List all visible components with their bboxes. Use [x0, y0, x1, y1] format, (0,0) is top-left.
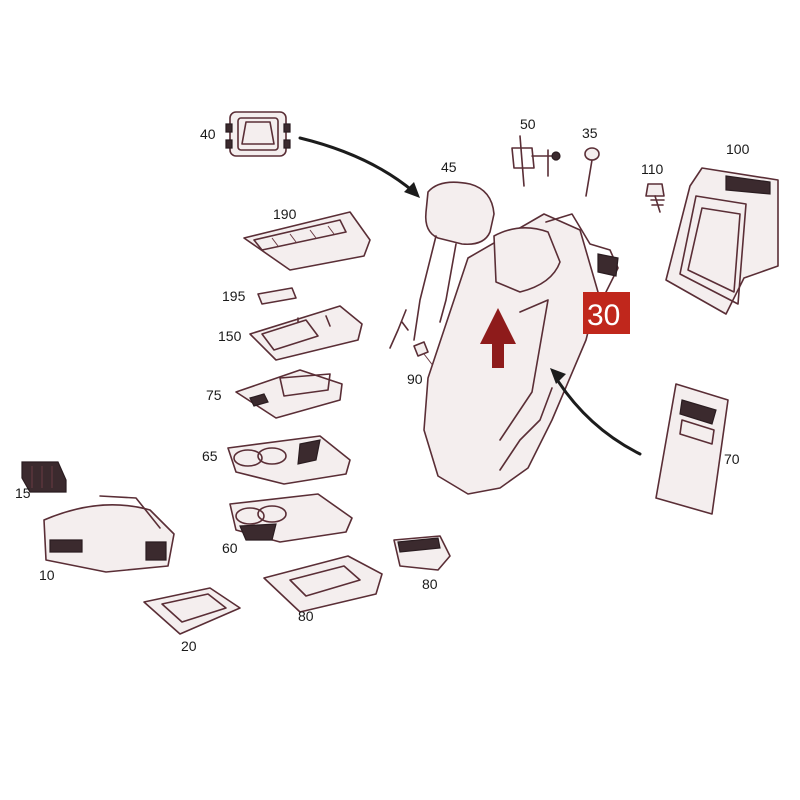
part-45-headrest: [389, 181, 495, 349]
callout-100: 100: [726, 141, 750, 157]
callout-150: 150: [218, 328, 242, 344]
highlight-arrow-30: [480, 308, 516, 368]
part-15-switch: [21, 461, 67, 493]
callout-110: 110: [641, 161, 664, 177]
callout-60: 60: [222, 540, 238, 556]
callout-195: 195: [222, 288, 246, 304]
part-195-pad: [257, 287, 297, 305]
part-20-bin: [143, 587, 241, 635]
callout-50: 50: [520, 116, 536, 132]
part-60-cupholder-lower: [229, 493, 353, 543]
callout-80-lower: 80: [298, 608, 314, 624]
callout-90: 90: [407, 371, 423, 387]
callout-75: 75: [206, 387, 222, 403]
callout-40: 40: [200, 126, 216, 142]
part-190-trim: [243, 211, 371, 271]
callout-80-box: 80: [422, 576, 438, 592]
part-80-tray-lower: [263, 555, 383, 613]
callout-190: 190: [273, 206, 297, 222]
part-65-cupholder: [227, 435, 351, 485]
part-70-cover-panel: [655, 383, 729, 515]
callout-20: 20: [181, 638, 197, 654]
part-110-screw: [645, 183, 665, 213]
callout-65: 65: [202, 448, 218, 464]
part-10-housing: [43, 495, 175, 573]
part-50-connector: [511, 135, 561, 187]
part-75-lid: [235, 369, 343, 419]
part-100-rear-panel: [665, 167, 779, 315]
leader-arrowhead-40: [404, 182, 420, 198]
callout-45: 45: [441, 159, 457, 175]
leader-arrowhead-70: [550, 368, 566, 384]
part-40-switch-bezel: [225, 111, 291, 157]
leader-arrow-70: [554, 376, 642, 456]
part-150-cover: [249, 305, 363, 361]
badge-30: 30: [583, 292, 630, 334]
leader-arrow-40: [298, 136, 416, 194]
part-80-box: [393, 535, 451, 571]
callout-35: 35: [582, 125, 598, 141]
callout-70: 70: [724, 451, 740, 467]
callout-15: 15: [15, 485, 31, 501]
part-35-pin: [584, 147, 600, 197]
part-30-armrest-assembly: [423, 213, 619, 495]
callout-10: 10: [39, 567, 55, 583]
badge-30-label: 30: [587, 299, 620, 332]
